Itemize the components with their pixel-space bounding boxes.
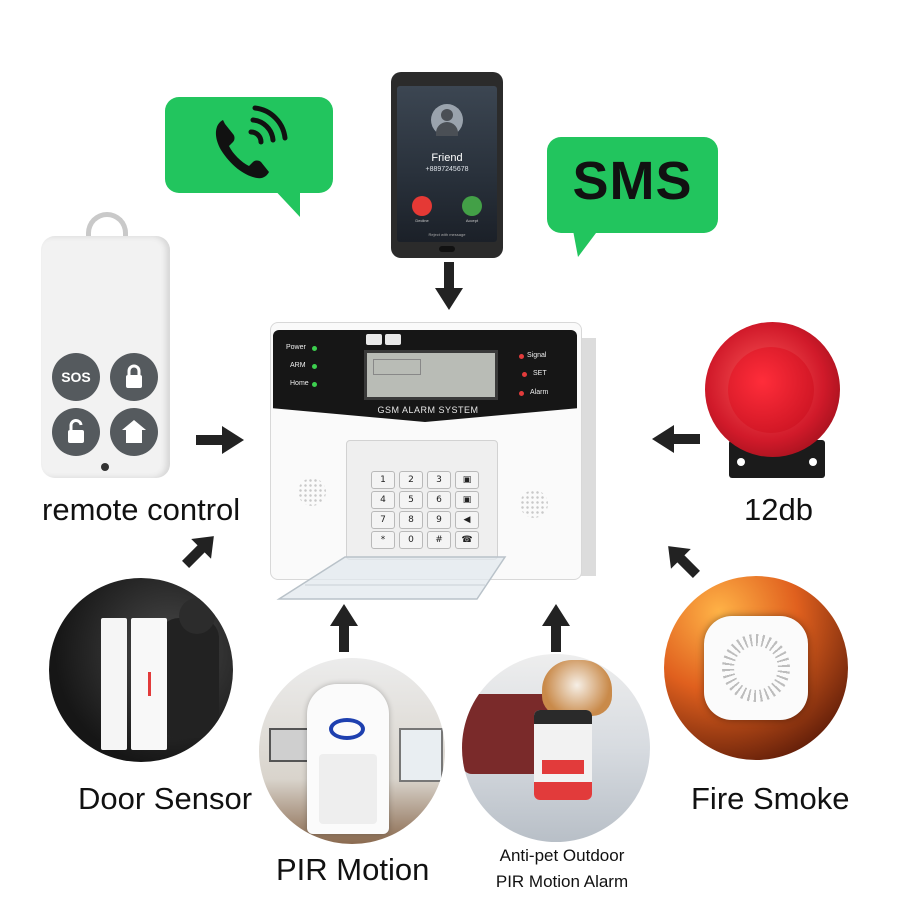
sms-bubble-tail xyxy=(572,225,602,257)
arrow-up-icon xyxy=(330,604,358,652)
antipet-pir-photo xyxy=(462,654,650,842)
led-indicator xyxy=(101,463,109,471)
panel-title: GSM ALARM SYSTEM xyxy=(377,405,479,415)
arrow-up-left-icon xyxy=(668,546,700,578)
home-button[interactable] xyxy=(439,246,455,252)
arrow-down-icon xyxy=(435,262,463,310)
power-led xyxy=(312,346,317,351)
pir-sensor-body xyxy=(307,684,389,834)
phone-mini-icon xyxy=(366,334,382,345)
fire-smoke-photo xyxy=(664,576,848,760)
lock-icon xyxy=(126,364,142,388)
set-label: SET xyxy=(533,370,547,377)
lcd-display xyxy=(364,350,498,400)
key-call[interactable]: ☎ xyxy=(455,531,479,549)
key-star[interactable]: * xyxy=(371,531,395,549)
key-6[interactable]: 6 xyxy=(427,491,451,509)
smoke-detector-body xyxy=(704,616,808,720)
door-sensor-caption: Door Sensor xyxy=(78,781,253,816)
keypad: 1 2 3 ▣ 4 5 6 ▣ 7 8 9 ◀ * 0 # ☎ xyxy=(346,440,498,560)
avatar xyxy=(431,104,463,136)
key-hash[interactable]: # xyxy=(427,531,451,549)
door-sensor-body xyxy=(131,618,167,750)
speaker-left xyxy=(298,478,326,506)
keyring xyxy=(86,212,128,242)
speaker-right xyxy=(520,490,548,518)
key-3[interactable]: 3 xyxy=(427,471,451,489)
arm-label: ARM xyxy=(290,362,306,369)
set-led xyxy=(522,372,527,377)
phone-call-icon xyxy=(215,105,288,179)
key-7[interactable]: 7 xyxy=(371,511,395,529)
decline-button[interactable] xyxy=(412,196,432,216)
sms-mini-icon xyxy=(385,334,401,345)
home-arm-button[interactable] xyxy=(110,408,158,456)
home-led xyxy=(312,382,317,387)
caller-name: Friend xyxy=(431,152,463,164)
key-8[interactable]: 8 xyxy=(399,511,423,529)
phone-screen: Friend +8897245678 Decline Accept Reject… xyxy=(397,86,497,242)
arrow-right-icon xyxy=(196,426,244,454)
caller-number: +8897245678 xyxy=(425,166,469,173)
outdoor-pir-body xyxy=(534,710,592,800)
alarm-led xyxy=(519,391,524,396)
dog xyxy=(542,660,612,716)
power-label: Power xyxy=(286,344,306,351)
pir-motion-caption: PIR Motion xyxy=(276,852,430,887)
key-0[interactable]: 0 xyxy=(399,531,423,549)
home-lock-icon xyxy=(122,420,146,443)
arrow-left-icon xyxy=(652,425,700,453)
sos-button[interactable]: SOS xyxy=(52,353,100,401)
siren-horn xyxy=(728,347,814,433)
decline-label: Decline xyxy=(415,218,429,223)
key-1[interactable]: 1 xyxy=(371,471,395,489)
key-disarm[interactable]: ▣ xyxy=(455,491,479,509)
alarm-label: Alarm xyxy=(530,389,549,396)
keypad-cover-flap[interactable] xyxy=(275,555,507,603)
key-2[interactable]: 2 xyxy=(399,471,423,489)
door-sensor-photo xyxy=(49,578,233,762)
arm-button[interactable] xyxy=(110,353,158,401)
fire-smoke-caption: Fire Smoke xyxy=(691,781,850,816)
siren-caption: 12db xyxy=(744,492,813,527)
disarm-button[interactable] xyxy=(52,408,100,456)
unlock-icon xyxy=(68,418,84,443)
signal-label: Signal xyxy=(527,352,547,359)
remote-caption: remote control xyxy=(42,492,241,527)
smartphone: Friend +8897245678 Decline Accept Reject… xyxy=(391,72,503,258)
key-speaker[interactable]: ◀ xyxy=(455,511,479,529)
pir-motion-photo xyxy=(259,658,445,844)
arrow-up-icon xyxy=(542,604,570,652)
key-5[interactable]: 5 xyxy=(399,491,423,509)
reject-message-label: Reject with message xyxy=(428,232,466,237)
accept-label: Accept xyxy=(465,218,479,223)
antipet-caption-line2: PIR Motion Alarm xyxy=(495,872,629,891)
key-arm[interactable]: ▣ xyxy=(455,471,479,489)
accept-button[interactable] xyxy=(462,196,482,216)
arm-led xyxy=(312,364,317,369)
antipet-caption-line1: Anti-pet Outdoor xyxy=(499,846,625,865)
key-9[interactable]: 9 xyxy=(427,511,451,529)
signal-led xyxy=(519,354,524,359)
arrow-up-right-icon xyxy=(182,536,214,568)
door-sensor-magnet xyxy=(101,618,127,750)
sms-label: SMS xyxy=(572,151,693,211)
call-bubble-tail xyxy=(270,185,300,217)
home-label: Home xyxy=(290,380,309,387)
key-4[interactable]: 4 xyxy=(371,491,395,509)
